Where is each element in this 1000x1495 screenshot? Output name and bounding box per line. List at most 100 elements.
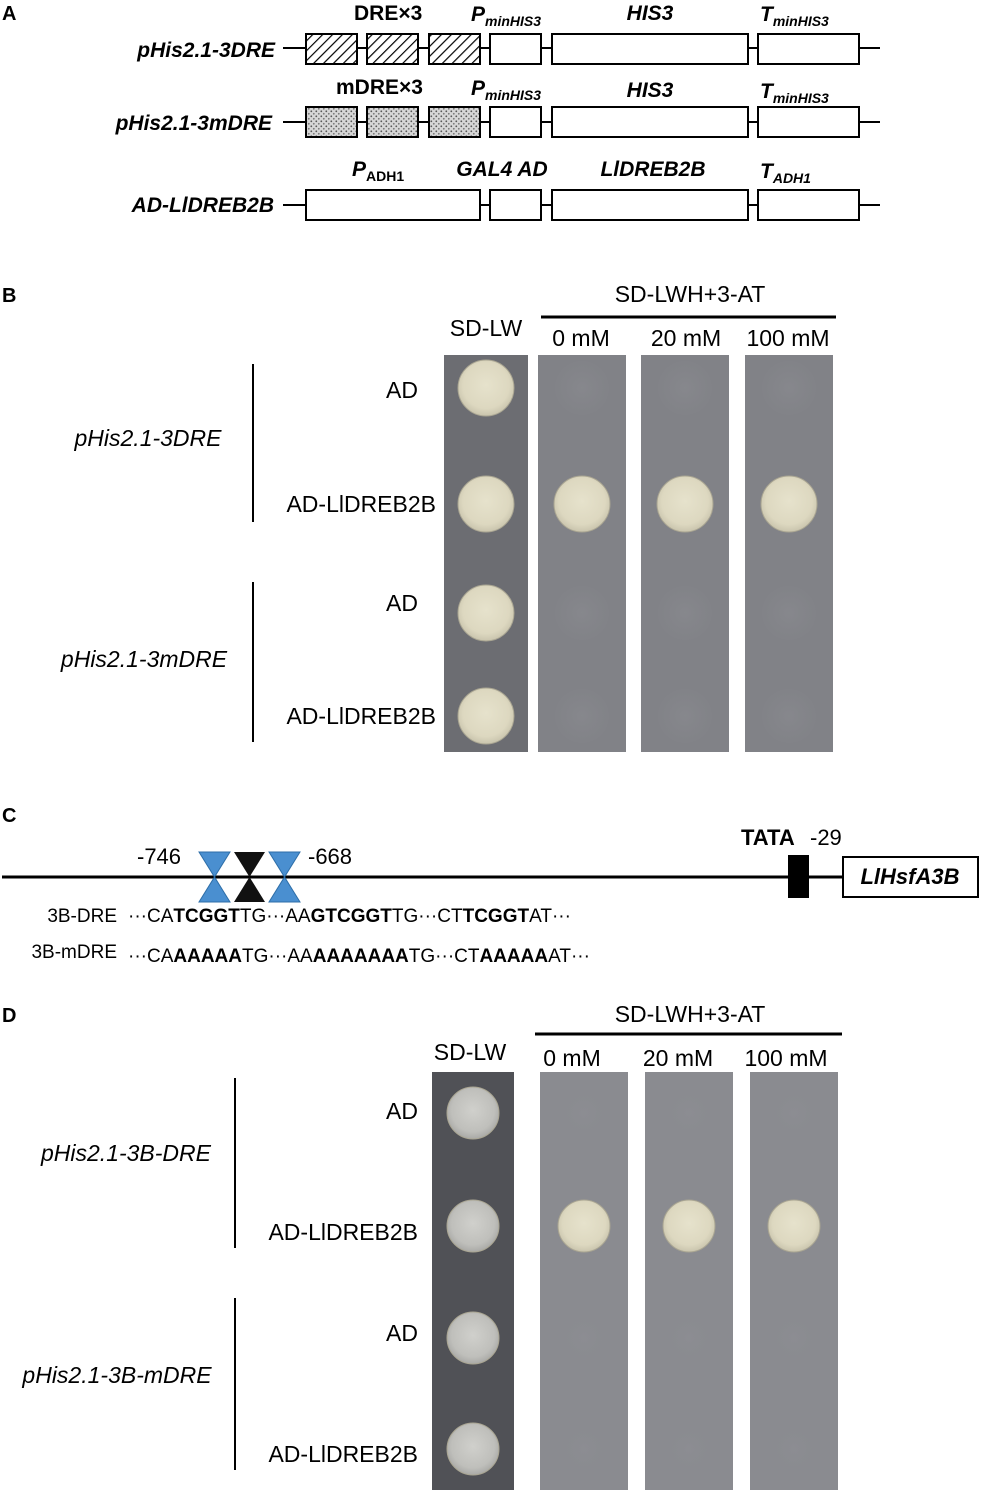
element-label: TADH1 (760, 160, 811, 186)
plate-strip (432, 1072, 514, 1490)
colony-spot (662, 1199, 716, 1253)
no-growth-spot (769, 1313, 819, 1363)
construct-row-ad-lldreb2b: AD-LlDREB2B PADH1 GAL4 AD LlDREB2B TADH1 (131, 158, 880, 221)
panel-b-letter: B (2, 285, 16, 307)
no-growth-spot (762, 586, 816, 640)
column-label: SD-LW (434, 1039, 507, 1065)
construct-name: pHis2.1-3DRE (136, 39, 276, 62)
terminator-box (757, 189, 860, 221)
row-label: AD (386, 590, 418, 616)
panel-c-letter: C (2, 805, 16, 827)
no-growth-spot (555, 361, 609, 415)
column-label: 0 mM (552, 325, 610, 351)
row-label: AD (386, 1098, 418, 1124)
plate-strip (444, 355, 528, 752)
plate-strip (750, 1072, 838, 1490)
plate-strip (745, 355, 833, 752)
row-label: AD-LlDREB2B (286, 703, 436, 729)
row-label: AD (386, 1320, 418, 1346)
mdre-box (428, 106, 481, 138)
dre-box (428, 33, 481, 65)
colony-spot (553, 475, 611, 533)
tata-box (788, 855, 809, 898)
plate-strip (538, 355, 626, 752)
no-growth-spot (762, 361, 816, 415)
no-growth-spot (559, 1088, 609, 1138)
element-label: DRE×3 (354, 2, 422, 25)
colony-spot (457, 475, 515, 533)
element-label: PminHIS3 (471, 77, 541, 103)
mdre-box (366, 106, 419, 138)
mdre-box (305, 106, 358, 138)
construct-row-3mdre: pHis2.1-3mDRE mDRE×3 PminHIS3 HIS3 TminH… (115, 76, 880, 138)
position-label: -668 (308, 844, 352, 869)
no-growth-spot (559, 1424, 609, 1474)
colony-spot (446, 1422, 500, 1476)
row-label: AD-LlDREB2B (268, 1441, 418, 1467)
colony-spot (656, 475, 714, 533)
plate-strip (641, 355, 729, 752)
dre-box (366, 33, 419, 65)
construct-name: pHis2.1-3mDRE (115, 112, 273, 135)
panel-d-letter: D (2, 1005, 16, 1027)
element-label: HIS3 (627, 2, 674, 25)
media-header: SD-LWH+3-AT (615, 281, 766, 307)
column-label: 20 mM (643, 1045, 713, 1071)
panel-d: D SD-LWH+3-AT SD-LW 0 mM 20 mM 100 mM pH… (2, 1001, 842, 1490)
seq-dre: ···CATCGGTTG···AAGTCGGTTG···CTTCGGTAT··· (128, 906, 571, 927)
construct-name: AD-LlDREB2B (131, 194, 274, 217)
seq-mdre: ···CAAAAAATG···AAAAAAAAATG···CTAAAAAAT··… (128, 946, 590, 967)
element-label: LlDREB2B (600, 158, 705, 181)
his3-box (551, 33, 749, 65)
plates-d (432, 1072, 838, 1490)
column-label: SD-LW (450, 315, 523, 341)
construct-row-3dre: pHis2.1-3DRE DRE×3 PminHIS3 HIS3 TminHIS… (136, 2, 880, 65)
no-growth-spot (658, 586, 712, 640)
gene-label: LlHsfA3B (860, 864, 959, 889)
row-label: AD (386, 377, 418, 403)
terminator-box (757, 106, 860, 138)
panel-a: A pHis2.1-3DRE DRE×3 PminHIS3 HIS3 TminH… (2, 2, 880, 221)
no-growth-spot (555, 689, 609, 743)
no-growth-spot (769, 1088, 819, 1138)
element-label: GAL4 AD (456, 158, 547, 181)
plates-b (444, 355, 833, 752)
group-label: pHis2.1-3DRE (74, 425, 223, 451)
row-label: AD-LlDREB2B (268, 1219, 418, 1245)
no-growth-spot (769, 1424, 819, 1474)
colony-spot (760, 475, 818, 533)
seq-label: 3B-DRE (47, 906, 117, 927)
position-label: -746 (137, 844, 181, 869)
no-growth-spot (664, 1424, 714, 1474)
lldreb2b-box (551, 189, 749, 221)
element-label: HIS3 (627, 79, 674, 102)
element-label: PADH1 (352, 158, 404, 184)
tata-position: -29 (810, 825, 842, 850)
panel-c: C -746 -668 TATA -29 LlHsfA3B 3B-DRE 3B-… (2, 805, 979, 967)
dre-site-left (198, 851, 231, 903)
gene-box (842, 856, 979, 898)
promoter-box (489, 33, 542, 65)
element-label: PminHIS3 (471, 3, 541, 29)
media-header: SD-LWH+3-AT (615, 1001, 766, 1027)
no-growth-spot (559, 1313, 609, 1363)
group-label: pHis2.1-3B-mDRE (21, 1362, 212, 1388)
element-label: mDRE×3 (336, 76, 423, 99)
gal4-ad-box (489, 189, 542, 221)
column-label: 100 mM (746, 325, 829, 351)
colony-spot (446, 1086, 500, 1140)
colony-spot (767, 1199, 821, 1253)
dre-site-right (268, 851, 301, 903)
no-growth-spot (555, 586, 609, 640)
colony-spot (457, 687, 515, 745)
colony-spot (457, 359, 515, 417)
colony-spot (446, 1199, 500, 1253)
promoter-box (489, 106, 542, 138)
dre-site-center (234, 852, 265, 902)
panel-b: B SD-LWH+3-AT SD-LW 0 mM 20 mM 100 mM pH… (2, 281, 836, 752)
adh1-promoter-box (305, 189, 481, 221)
no-growth-spot (664, 1088, 714, 1138)
group-label: pHis2.1-3B-DRE (40, 1140, 212, 1166)
colony-spot (446, 1311, 500, 1365)
